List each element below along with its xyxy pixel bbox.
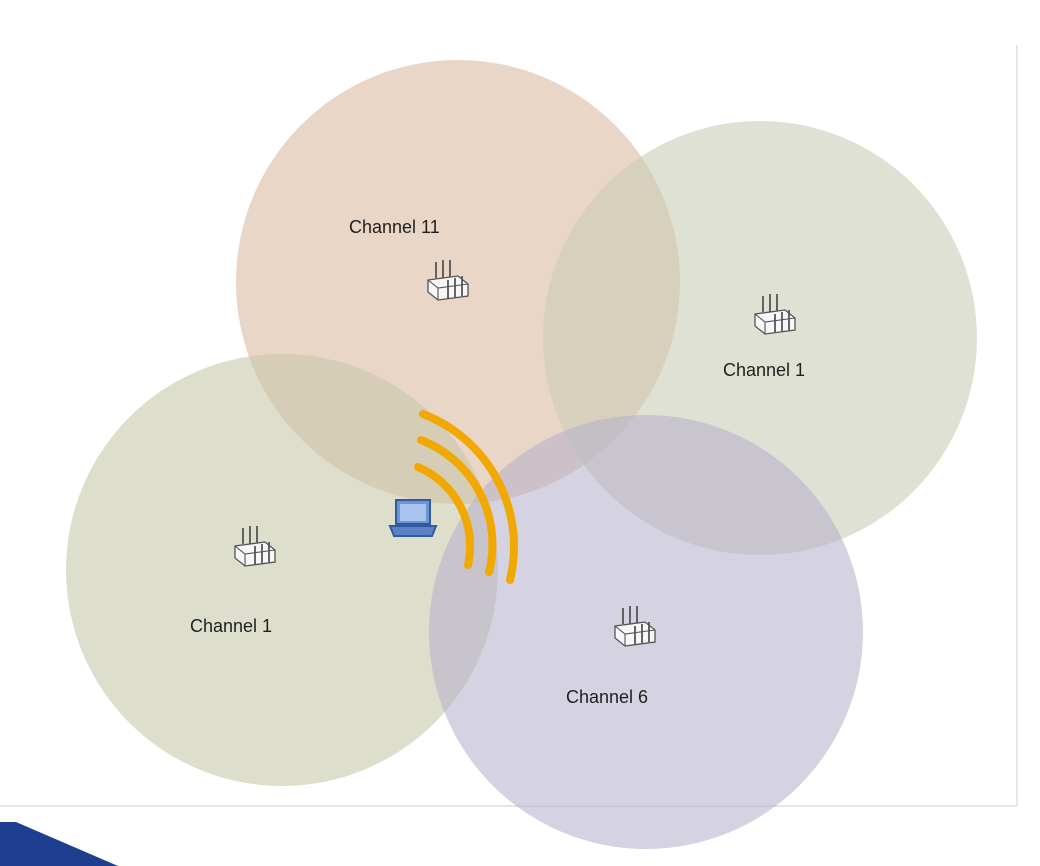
channel-label-top: Channel 11 <box>349 217 440 237</box>
channel-label-bottom: Channel 6 <box>566 687 648 707</box>
signal-arc-middle <box>417 436 497 576</box>
signal-arc-outer <box>419 410 518 584</box>
coverage-cell-channel-1-left <box>66 354 498 786</box>
channel-label-left: Channel 1 <box>190 616 272 636</box>
laptop-icon <box>388 499 438 537</box>
signal-arc-inner <box>414 463 475 569</box>
corner-arrow-shape <box>0 822 118 866</box>
channel-label-right: Channel 1 <box>723 360 805 380</box>
